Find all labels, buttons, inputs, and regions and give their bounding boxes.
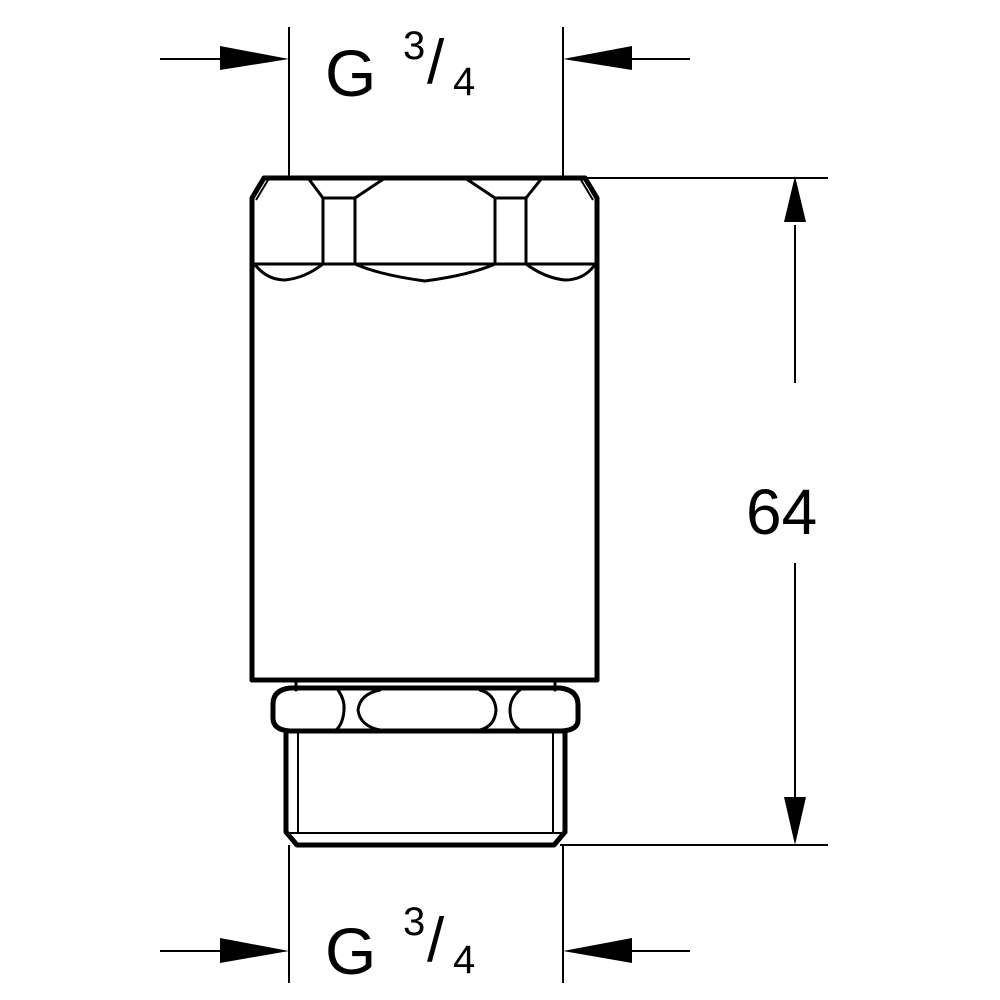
bottom-thread-denominator: 4: [453, 938, 476, 982]
bottom-thread-numerator: 3: [403, 900, 426, 944]
bottom-thread-slash: /: [427, 906, 445, 975]
top-thread-prefix: G: [325, 36, 377, 110]
bottom-arrow-right-icon: [220, 938, 289, 963]
height-arrow-up-icon: [784, 176, 806, 222]
bottom-thread-dimension: [160, 845, 690, 983]
top-thread-label: G 3 / 4: [325, 26, 545, 106]
bottom-thread-label: G 3 / 4: [325, 902, 545, 988]
lower-hex-collar: [270, 685, 581, 734]
bottom-thread-prefix: G: [325, 914, 377, 988]
top-thread-dimension: [160, 27, 690, 178]
bottom-arrow-left-icon: [563, 938, 632, 963]
height-value-label: 64: [746, 476, 818, 548]
upper-hex-nut: [249, 175, 600, 683]
height-dimension: [560, 176, 828, 846]
lower-thread: [283, 728, 568, 848]
height-arrow-down-icon: [784, 797, 806, 845]
top-arrow-right-icon: [220, 46, 289, 70]
top-thread-denominator: 4: [453, 60, 476, 104]
top-thread-numerator: 3: [403, 24, 426, 68]
top-thread-slash: /: [427, 28, 445, 97]
top-arrow-left-icon: [563, 46, 632, 70]
